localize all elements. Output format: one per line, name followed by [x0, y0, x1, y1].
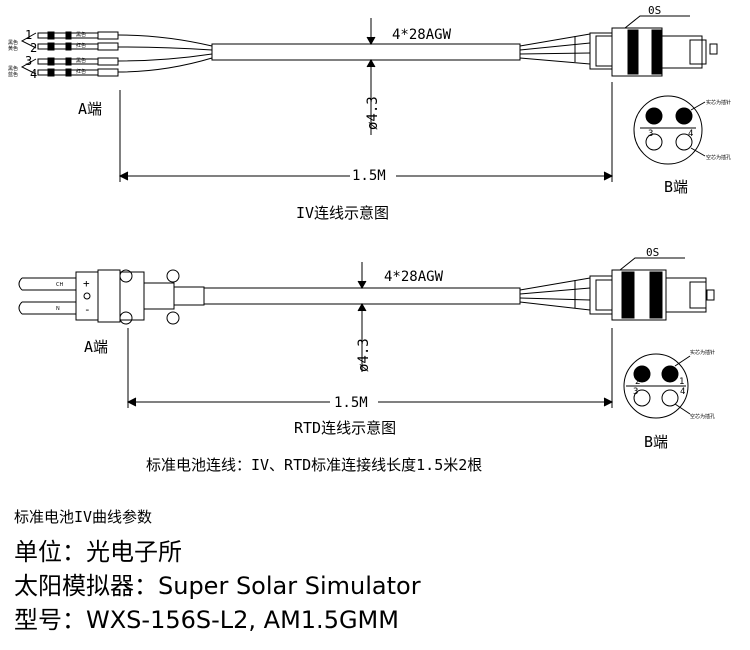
- iv-wire-tag-4: 蓝色: [8, 71, 18, 78]
- rtd-face-pin-1: 1: [679, 377, 684, 387]
- rtd-plug-label-n: N: [56, 306, 60, 312]
- rtd-cable: [203, 287, 521, 305]
- rtd-length-dimension: [126, 328, 614, 408]
- iv-wire-tag-2: 黄色: [8, 45, 18, 52]
- iv-face-pin-1: 1: [682, 117, 687, 127]
- rtd-face-pin-2: 2: [635, 377, 640, 387]
- iv-pin-3: 3: [25, 54, 32, 68]
- rtd-diameter: ø4.3: [356, 338, 372, 372]
- rtd-caption: RTD连线示意图: [294, 419, 396, 437]
- unit-line: 单位：光电子所: [14, 538, 182, 566]
- rtd-minus: -: [84, 303, 91, 316]
- iv-end-a: A端: [78, 100, 102, 118]
- iv-b-face: [633, 95, 706, 165]
- iv-pin-tag-3: 黑色: [76, 57, 86, 64]
- iv-pin-tag-2: 红色: [76, 42, 86, 49]
- rtd-a-end-plug: [18, 269, 520, 325]
- iv-caption: IV连线示意图: [296, 204, 389, 222]
- rtd-end-a: A端: [84, 338, 108, 356]
- model-line: 型号：WXS-156S-L2, AM1.5GMM: [14, 606, 399, 634]
- summary-line: 标准电池连线：IV、RTD标准连接线长度1.5米2根: [146, 456, 482, 474]
- iv-legend-solid: 实芯为插针: [706, 99, 731, 106]
- simulator-line: 太阳模拟器：Super Solar Simulator: [14, 572, 421, 600]
- cable-diagrams: 黑色 黑色 黑色 红色 黑色 红色 黄色 蓝色 1 2 3 4 4*28AGW …: [8, 4, 731, 474]
- iv-face-pin-3: 3: [648, 129, 653, 139]
- iv-cable: [211, 43, 521, 61]
- iv-face-pin-2: 2: [650, 117, 655, 127]
- rtd-end-b: B端: [644, 433, 668, 451]
- iv-wire-tag-3: 黑色: [8, 65, 18, 72]
- rtd-b-face: [623, 353, 691, 419]
- iv-length: 1.5M: [352, 168, 386, 184]
- rtd-plus: +: [83, 277, 90, 290]
- iv-a-end-pins: [20, 31, 213, 77]
- iv-wire-tag-1: 黑色: [8, 39, 18, 46]
- iv-legend-hollow: 空芯为插孔: [706, 154, 731, 161]
- iv-pin-tag-1: 黑色: [76, 31, 86, 38]
- iv-pin-4: 4: [30, 67, 37, 81]
- rtd-b-connector: [589, 257, 715, 321]
- rtd-length: 1.5M: [334, 395, 368, 411]
- rtd-face-pin-3: 3: [633, 387, 638, 397]
- rtd-plug-label-ch: CH: [56, 282, 63, 288]
- rtd-face-pin-4: 4: [680, 387, 685, 397]
- iv-connector-label: 0S: [648, 4, 661, 17]
- iv-diagram: [20, 15, 718, 182]
- iv-pin-2: 2: [30, 41, 37, 55]
- iv-length-dimension: [118, 82, 614, 182]
- iv-diameter: ø4.3: [365, 96, 381, 130]
- rtd-legend-solid: 实芯为插针: [690, 349, 715, 356]
- iv-face-pin-4: 4: [688, 129, 693, 139]
- iv-b-connector: [589, 15, 718, 77]
- rtd-legend-hollow: 空芯为插孔: [690, 413, 715, 420]
- iv-pin-tag-4: 红色: [76, 68, 86, 75]
- rtd-wire-label: 4*28AGW: [384, 269, 444, 285]
- iv-pin-1: 1: [25, 28, 32, 42]
- iv-end-b: B端: [664, 178, 688, 196]
- rtd-diagram: [18, 257, 715, 419]
- rtd-connector-label: 0S: [646, 246, 659, 259]
- iv-wire-label: 4*28AGW: [392, 27, 452, 43]
- section-title: 标准电池IV曲线参数: [14, 508, 153, 526]
